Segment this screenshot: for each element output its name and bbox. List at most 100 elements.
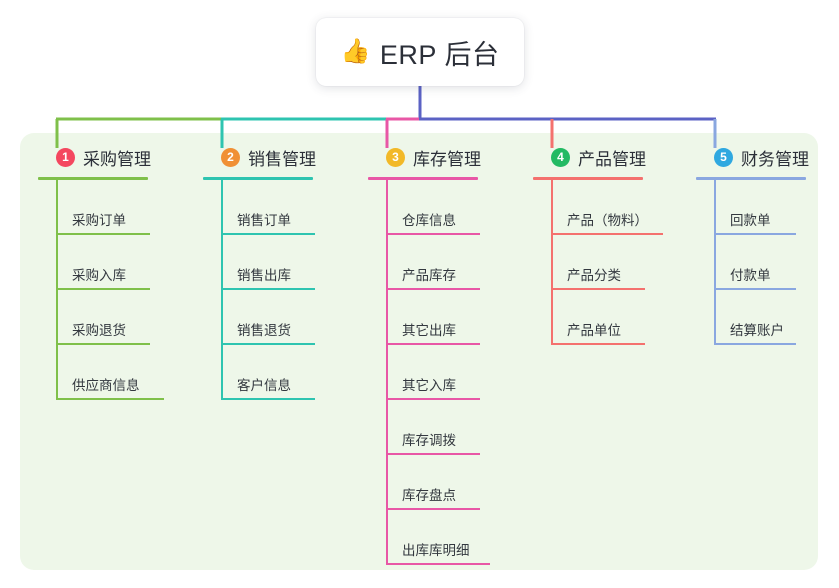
branch-spine: [551, 180, 553, 345]
leaf-node[interactable]: 采购退货: [38, 290, 151, 345]
leaf-label: 客户信息: [237, 378, 291, 393]
branch-title: 产品管理: [578, 149, 646, 169]
leaf-rule: [714, 343, 796, 345]
leaf-rule: [221, 343, 315, 345]
branch-header-rule: [203, 177, 313, 180]
leaf-rule: [714, 288, 796, 290]
leaf-rule: [386, 398, 480, 400]
root-title-text: ERP 后台: [379, 39, 500, 70]
leaf-label: 产品分类: [567, 268, 621, 283]
leaf-node[interactable]: 采购订单: [38, 180, 151, 235]
leaf-rule: [221, 288, 315, 290]
branch-header-rule: [368, 177, 478, 180]
leaf-label: 供应商信息: [72, 378, 140, 393]
leaf-node[interactable]: 付款单: [696, 235, 809, 290]
leaf-node[interactable]: 销售退货: [203, 290, 316, 345]
branch-column-1: 1 采购管理采购订单采购入库采购退货供应商信息: [38, 143, 164, 400]
leaf-node[interactable]: 库存调拨: [368, 400, 481, 455]
leaf-node[interactable]: 客户信息: [203, 345, 316, 400]
leaf-node[interactable]: 其它入库: [368, 345, 481, 400]
leaf-label: 出库库明细: [402, 543, 470, 558]
leaf-rule: [551, 233, 663, 235]
leaf-node[interactable]: 库存盘点: [368, 455, 481, 510]
leaf-node[interactable]: 销售订单: [203, 180, 316, 235]
branch-number-badge: 2: [221, 147, 240, 167]
branch-number-badge: 5: [714, 147, 733, 167]
leaf-rule: [56, 288, 150, 290]
leaf-node[interactable]: 回款单: [696, 180, 809, 235]
leaf-label: 结算账户: [730, 323, 784, 338]
leaf-label: 销售退货: [237, 323, 291, 338]
branch-column-5: 5 财务管理回款单付款单结算账户: [696, 143, 809, 345]
branch-column-3: 3 库存管理仓库信息产品库存其它出库其它入库库存调拨库存盘点出库库明细: [368, 143, 490, 565]
leaf-rule: [386, 453, 480, 455]
branch-number-badge: 1: [56, 147, 75, 167]
leaf-label: 仓库信息: [402, 213, 456, 228]
branch-items: 产品（物料） 产品分类产品单位: [533, 180, 663, 345]
branch-title: 采购管理: [83, 149, 151, 169]
leaf-node[interactable]: 出库库明细: [368, 510, 490, 565]
branch-spine: [56, 180, 58, 400]
leaf-node[interactable]: 仓库信息: [368, 180, 481, 235]
branch-header-rule: [696, 177, 806, 180]
root-node[interactable]: 👍 ERP 后台: [316, 18, 524, 86]
leaf-node[interactable]: 产品库存: [368, 235, 481, 290]
leaf-label: 产品单位: [567, 323, 621, 338]
leaf-node[interactable]: 结算账户: [696, 290, 809, 345]
branch-spine: [714, 180, 716, 345]
branch-header-rule: [533, 177, 643, 180]
leaf-label: 库存盘点: [402, 488, 456, 503]
leaf-rule: [551, 288, 645, 290]
branch-number-badge: 3: [386, 147, 405, 167]
leaf-label: 产品（物料）: [567, 213, 648, 228]
leaf-rule: [551, 343, 645, 345]
leaf-label: 库存调拨: [402, 433, 456, 448]
branch-spine: [386, 180, 388, 565]
leaf-label: 产品库存: [402, 268, 456, 283]
branch-items: 仓库信息产品库存其它出库其它入库库存调拨库存盘点出库库明细: [368, 180, 490, 565]
leaf-label: 销售订单: [237, 213, 291, 228]
branch-column-4: 4 产品管理产品（物料） 产品分类产品单位: [533, 143, 663, 345]
branch-header-5[interactable]: 5 财务管理: [696, 143, 809, 171]
branch-title: 库存管理: [413, 149, 481, 169]
leaf-rule: [56, 343, 150, 345]
branch-header-1[interactable]: 1 采购管理: [38, 143, 151, 171]
root-title-wrap: 👍 ERP 后台: [341, 33, 500, 72]
branch-header-4[interactable]: 4 产品管理: [533, 143, 646, 171]
leaf-label: 其它入库: [402, 378, 456, 393]
leaf-node[interactable]: 销售出库: [203, 235, 316, 290]
leaf-label: 付款单: [730, 268, 771, 283]
leaf-rule: [714, 233, 796, 235]
branch-header-2[interactable]: 2 销售管理: [203, 143, 316, 171]
leaf-rule: [56, 398, 164, 400]
branch-items: 回款单付款单结算账户: [696, 180, 809, 345]
leaf-rule: [221, 398, 315, 400]
leaf-label: 销售出库: [237, 268, 291, 283]
branch-header-3[interactable]: 3 库存管理: [368, 143, 481, 171]
leaf-rule: [386, 233, 480, 235]
branch-header-rule: [38, 177, 148, 180]
branch-number-badge: 4: [551, 147, 570, 167]
leaf-rule: [386, 288, 480, 290]
leaf-node[interactable]: 产品分类: [533, 235, 646, 290]
leaf-node[interactable]: 供应商信息: [38, 345, 164, 400]
branch-title: 财务管理: [741, 149, 809, 169]
leaf-rule: [386, 508, 480, 510]
leaf-rule: [221, 233, 315, 235]
leaf-label: 回款单: [730, 213, 771, 228]
branch-spine: [221, 180, 223, 400]
leaf-label: 其它出库: [402, 323, 456, 338]
leaf-node[interactable]: 产品单位: [533, 290, 646, 345]
diagram-panel: [20, 133, 818, 570]
thumbs-up-icon: 👍: [340, 38, 371, 65]
leaf-label: 采购退货: [72, 323, 126, 338]
leaf-rule: [56, 233, 150, 235]
leaf-label: 采购订单: [72, 213, 126, 228]
branch-title: 销售管理: [248, 149, 316, 169]
leaf-node[interactable]: 其它出库: [368, 290, 481, 345]
leaf-node[interactable]: 产品（物料）: [533, 180, 663, 235]
branch-items: 销售订单销售出库销售退货客户信息: [203, 180, 316, 400]
leaf-node[interactable]: 采购入库: [38, 235, 151, 290]
leaf-label: 采购入库: [72, 268, 126, 283]
